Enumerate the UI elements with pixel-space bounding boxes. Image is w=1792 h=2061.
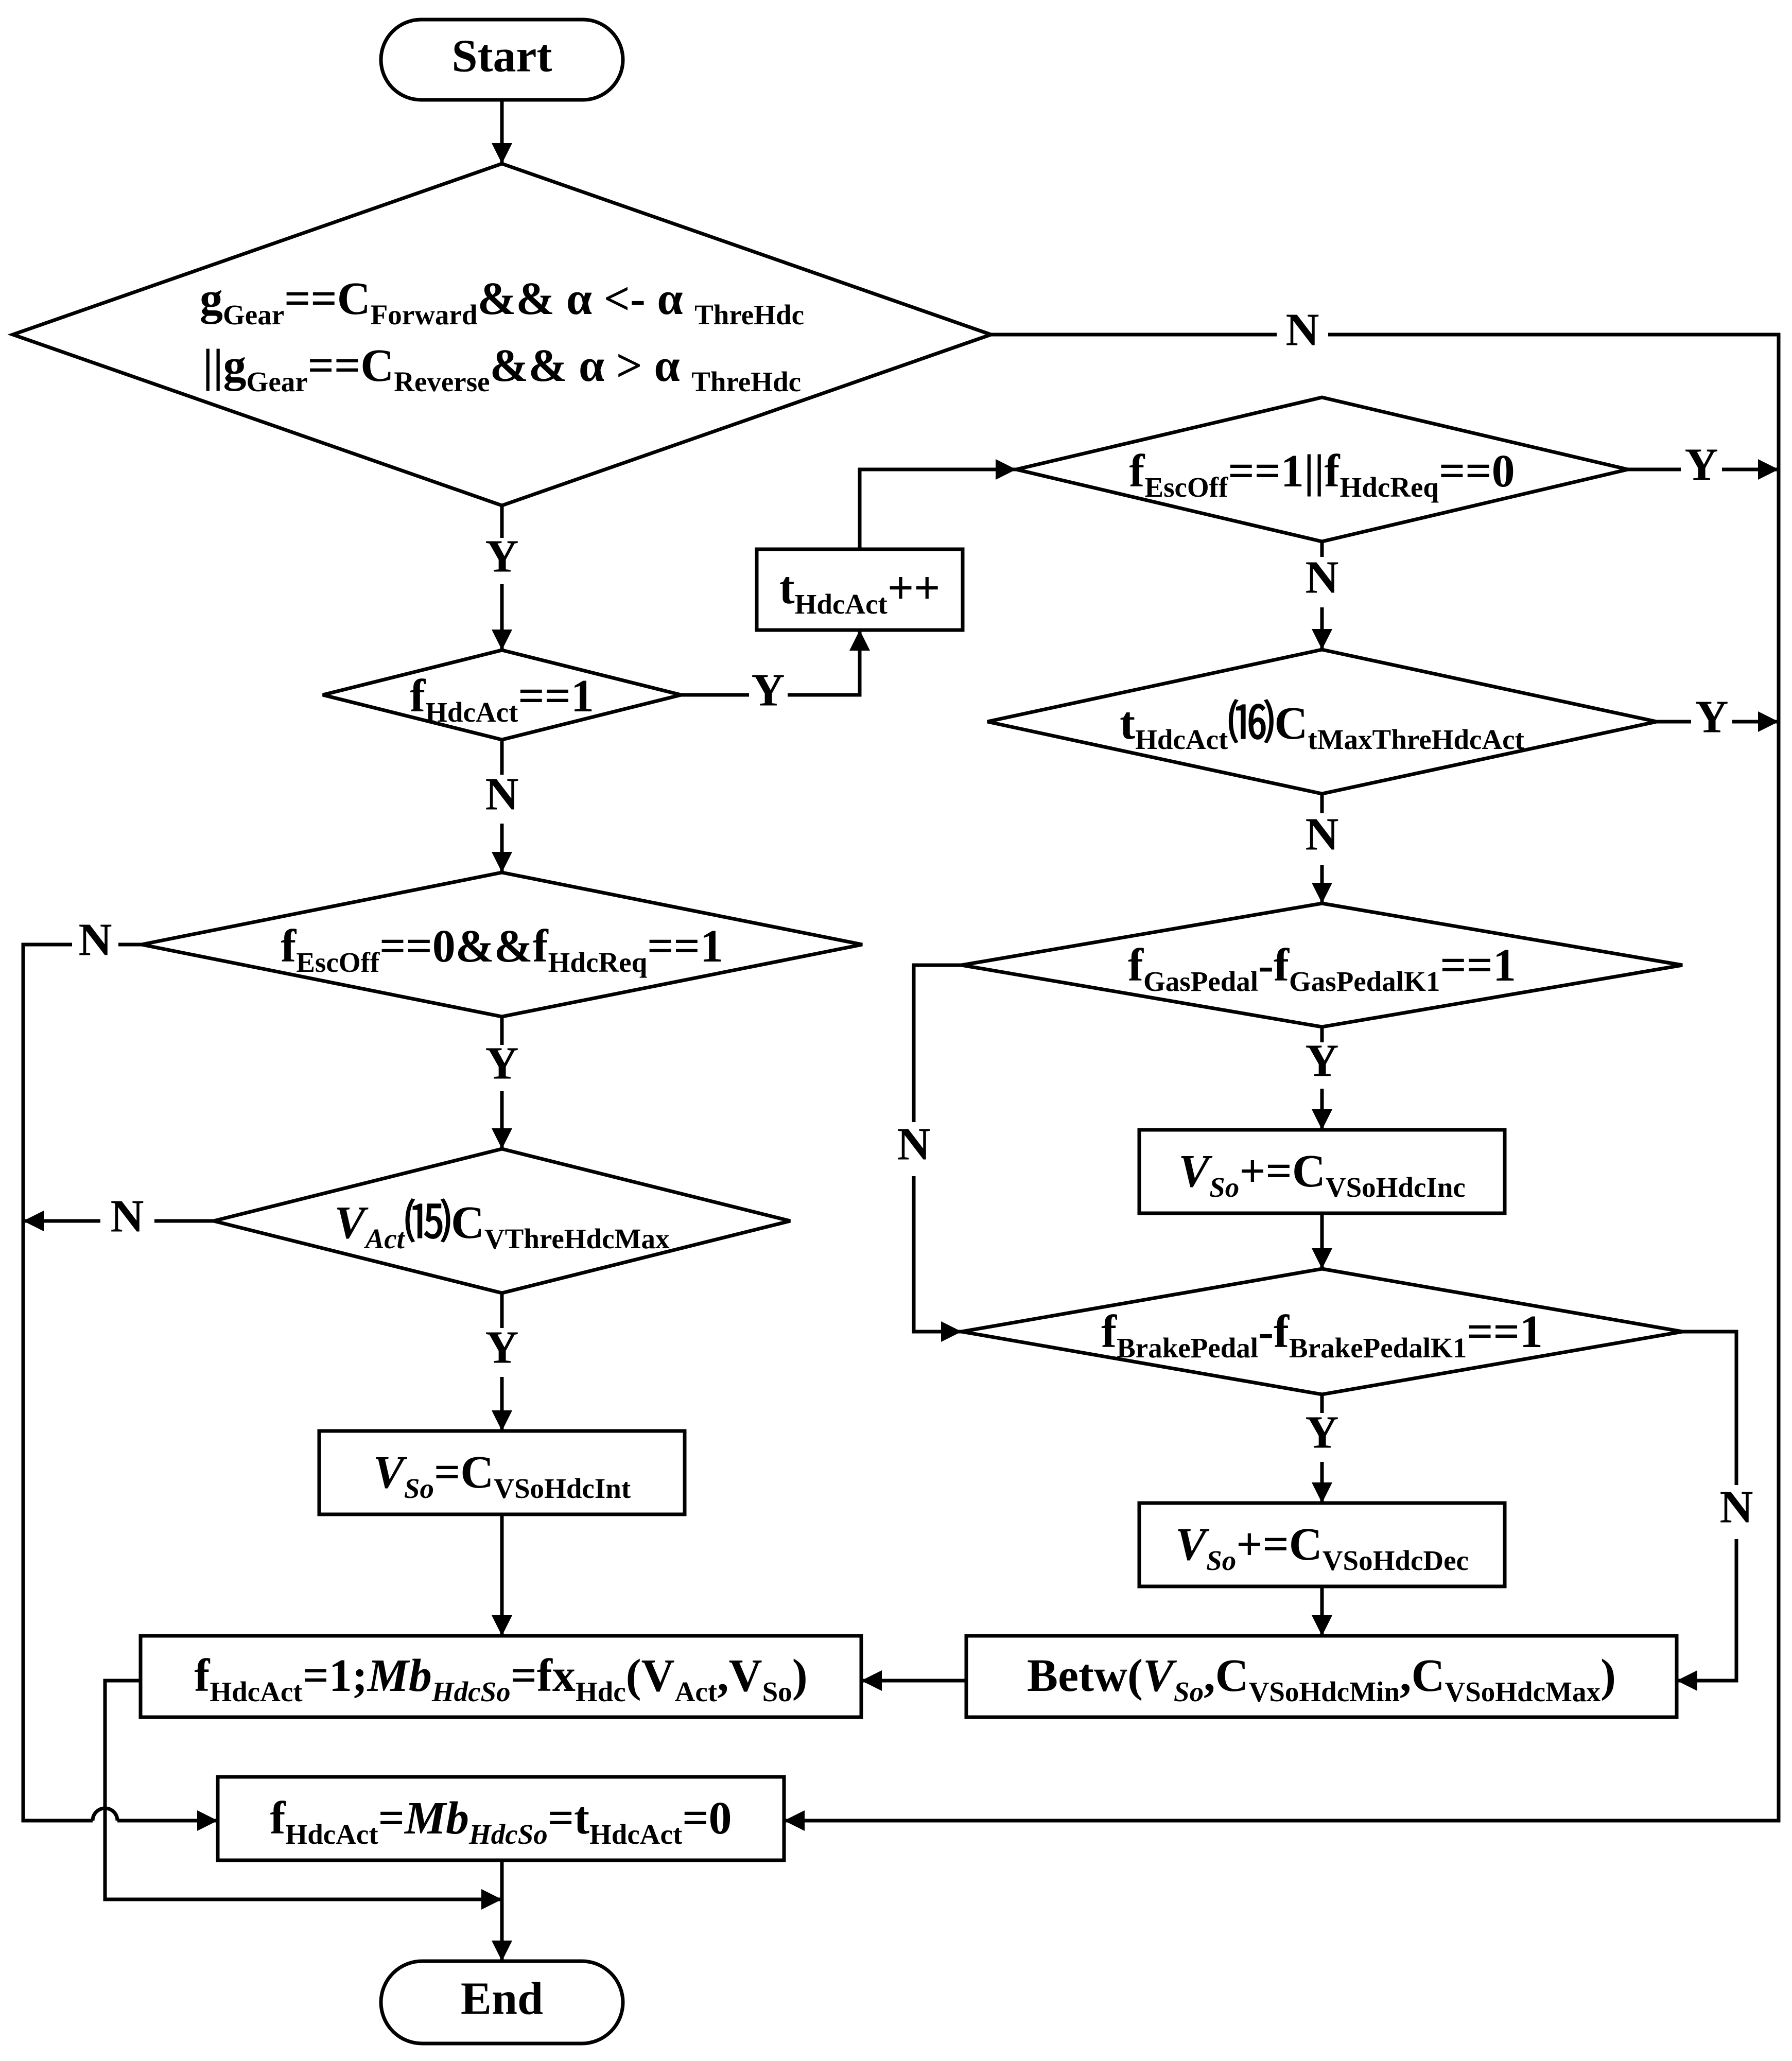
end-terminal: End [379,1959,625,2046]
label-hdcact-yes: Y [752,665,785,716]
gas-pedal-condition: fGasPedal-fGasPedalK1==1 [1128,940,1516,997]
esc-off-or-req-condition: fEscOff==1||fHdcReq==0 [1129,446,1515,503]
activate-process: fHdcAct=1;MbHdcSo=fxHdc(VAct,VSo) [138,1634,863,1719]
esc-off-and-req-condition: fEscOff==0&&fHdcReq==1 [281,921,723,978]
reset-label: fHdcAct=MbHdcSo=tHdcAct=0 [270,1793,732,1850]
edge-brake-no-top [1682,1330,1738,1485]
edge-right-bus-to-reset [784,333,1781,1831]
edge-brake-no-bottom [1677,1539,1738,1691]
label-tmax-yes: Y [1695,692,1729,743]
v-act-decision: VAct⒂CVThreHdcMax [213,1147,791,1295]
label-vact-yes: Y [485,1322,519,1373]
edge-gas-no-bottom [912,1176,962,1342]
hdc-act-condition: fHdcAct==1 [410,671,594,728]
label-gas-no: N [897,1119,931,1170]
label-escand-no: N [79,915,112,966]
vso-dec-label: VSo+=CVSoHdcDec [1175,1519,1469,1576]
betw-process: Betw(VSo,CVSoHdcMin,CVSoHdcMax) [964,1634,1679,1719]
v-act-condition: VAct⒂CVThreHdcMax [335,1197,670,1254]
edge-activate-to-end-junction [103,1679,502,1910]
t-max-decision: tHdcAct⒃CtMaxThreHdcAct [987,648,1657,796]
label-escor-no: N [1306,552,1339,603]
label-escor-yes: Y [1685,440,1718,491]
gear-condition-line2: ||gGear==CReverse&& α > α ThreHdc [203,340,801,397]
label-tmax-no: N [1306,809,1339,860]
edge-tinc-to-escor [858,459,1016,549]
label-vact-no: N [111,1191,144,1242]
t-max-condition: tHdcAct⒃CtMaxThreHdcAct [1120,698,1524,755]
label-gear-no: N [1286,305,1319,356]
gear-condition-line1: gGear==CForward&& α <- α ThreHdc [200,273,804,330]
edge-hdcact-yes-to-tinc [788,630,870,697]
activate-label: fHdcAct=1;MbHdcSo=fxHdc(VAct,VSo) [194,1650,807,1707]
label-brake-yes: Y [1306,1407,1339,1458]
label-hdcact-no: N [485,769,519,820]
vso-inc-process: VSo+=CVSoHdcInc [1137,1128,1507,1215]
edge-gas-no-top [912,963,962,1122]
label-escand-yes: Y [485,1038,519,1089]
vso-dec-process: VSo+=CVSoHdcDec [1137,1501,1507,1588]
label-gear-yes: Y [485,531,519,582]
label-brake-no: N [1720,1482,1753,1533]
esc-off-and-req-decision: fEscOff==0&&fHdcReq==1 [141,870,863,1019]
hdc-act-decision: fHdcAct==1 [322,648,682,742]
edge-left-bus [21,942,93,1823]
gear-decision: gGear==CForward&& α <- α ThreHdc ||gGear… [7,162,997,508]
start-terminal: Start [379,18,625,102]
t-inc-process: tHdcAct++ [755,547,965,632]
start-label: Start [452,31,552,82]
brake-pedal-condition: fBrakePedal-fBrakePedalK1==1 [1101,1306,1543,1364]
esc-off-or-req-decision: fEscOff==1||fHdcReq==0 [1016,395,1628,544]
t-inc-label: tHdcAct++ [779,563,941,620]
vso-inc-label: VSo+=CVSoHdcInc [1178,1146,1466,1203]
brake-pedal-decision: fBrakePedal-fBrakePedalK1==1 [961,1267,1683,1396]
vso-init-process: VSo=CVSoHdcInt [317,1429,687,1516]
betw-label: Betw(VSo,CVSoHdcMin,CVSoHdcMax) [1027,1650,1616,1707]
label-gas-yes: Y [1306,1036,1339,1087]
end-label: End [461,1973,543,2024]
vso-init-label: VSo=CVSoHdcInt [373,1447,631,1504]
gas-pedal-decision: fGasPedal-fGasPedalK1==1 [961,901,1683,1029]
reset-process: fHdcAct=MbHdcSo=tHdcAct=0 [216,1775,786,1862]
